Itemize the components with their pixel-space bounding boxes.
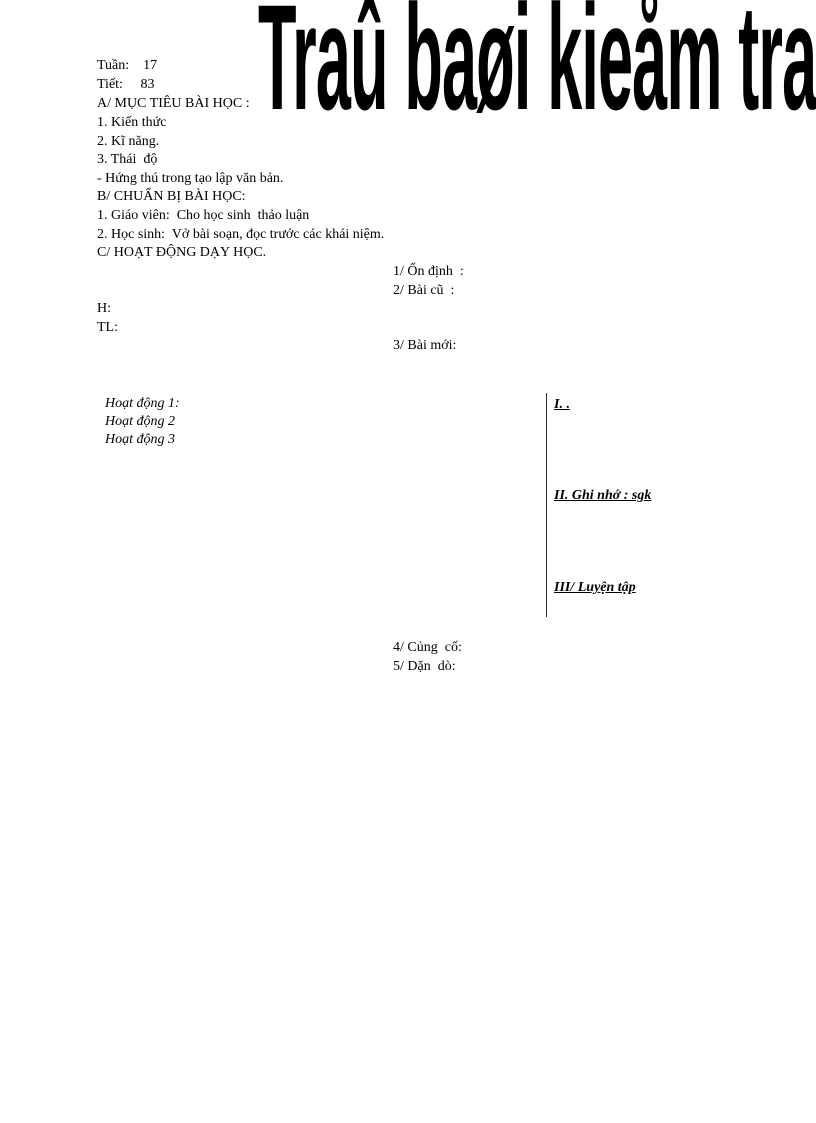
week-line: Tuần: 17 xyxy=(97,58,158,73)
period-line: Tiết: 83 xyxy=(97,77,155,92)
list-item: 2. Học sinh: Vở bài soạn, đọc trước các … xyxy=(97,227,385,242)
column-divider xyxy=(546,393,547,617)
activity-2: Hoạt động 2 xyxy=(105,414,175,429)
right-heading-1: I. . xyxy=(554,397,570,412)
list-item: - Hứng thú trong tạo lập văn bản. xyxy=(97,171,284,186)
activity-1: Hoạt động 1: xyxy=(105,396,180,411)
answer-label: TL: xyxy=(97,320,118,335)
step-3: 3/ Bài mới: xyxy=(393,338,457,353)
list-item: 2. Kĩ năng. xyxy=(97,134,160,149)
step-4: 4/ Củng cố: xyxy=(393,640,462,655)
activity-3: Hoạt động 3 xyxy=(105,432,175,447)
step-2: 2/ Bài cũ : xyxy=(393,283,455,298)
right-heading-3: III/ Luyện tập xyxy=(554,580,636,595)
section-c-heading: C/ HOẠT ĐỘNG DẠY HỌC. xyxy=(97,245,267,260)
step-5: 5/ Dặn dò: xyxy=(393,659,456,674)
list-item: 1. Kiến thức xyxy=(97,115,167,130)
section-a-heading: A/ MỤC TIÊU BÀI HỌC : xyxy=(97,96,250,111)
step-1: 1/ Ổn định : xyxy=(393,264,464,279)
question-label: H: xyxy=(97,301,111,316)
wordart-title: Traû baøi kieåm tra Vaên baûn xyxy=(258,0,816,141)
right-heading-2: II. Ghi nhớ : sgk xyxy=(554,488,652,503)
list-item: 1. Giáo viên: Cho học sinh thảo luận xyxy=(97,208,310,223)
list-item: 3. Thái độ xyxy=(97,152,158,167)
section-b-heading: B/ CHUẨN BỊ BÀI HỌC: xyxy=(97,189,246,204)
